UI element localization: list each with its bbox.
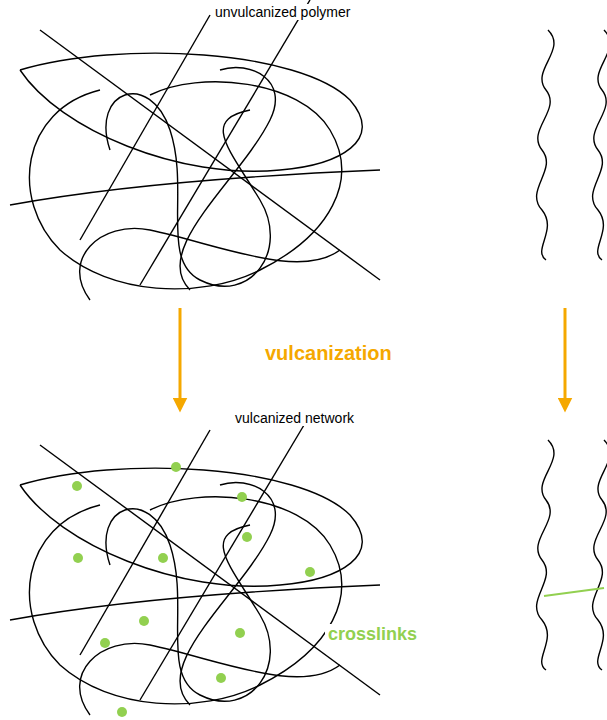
crosslink-dot [171, 462, 181, 472]
crosslink-dot [73, 553, 83, 563]
unvulcanized-tangle [10, 0, 380, 300]
vulcanized-tangle [10, 415, 380, 715]
crosslink-dot [100, 638, 110, 648]
crosslink-dot [117, 707, 127, 717]
polymer-chain [593, 440, 607, 670]
state-label: vulcanized network [232, 410, 357, 426]
polymer-chain [593, 30, 607, 260]
process-arrow [564, 308, 567, 405]
crosslink-line [544, 588, 604, 596]
crosslink-dot [216, 673, 226, 683]
crosslink-label: crosslinks [325, 624, 420, 645]
state-label: unvulcanized polymer [212, 4, 353, 20]
process-label: vulcanization [262, 342, 395, 365]
crosslink-dot [237, 492, 247, 502]
crosslink-dot [242, 532, 252, 542]
crosslink-dot [158, 553, 168, 563]
crosslink-dot [235, 628, 245, 638]
crosslink-dot [305, 567, 315, 577]
polymer-chain [537, 440, 554, 670]
crosslink-dot [72, 481, 82, 491]
process-arrow [179, 308, 182, 405]
crosslink-dot [139, 616, 149, 626]
polymer-chain [537, 30, 554, 260]
